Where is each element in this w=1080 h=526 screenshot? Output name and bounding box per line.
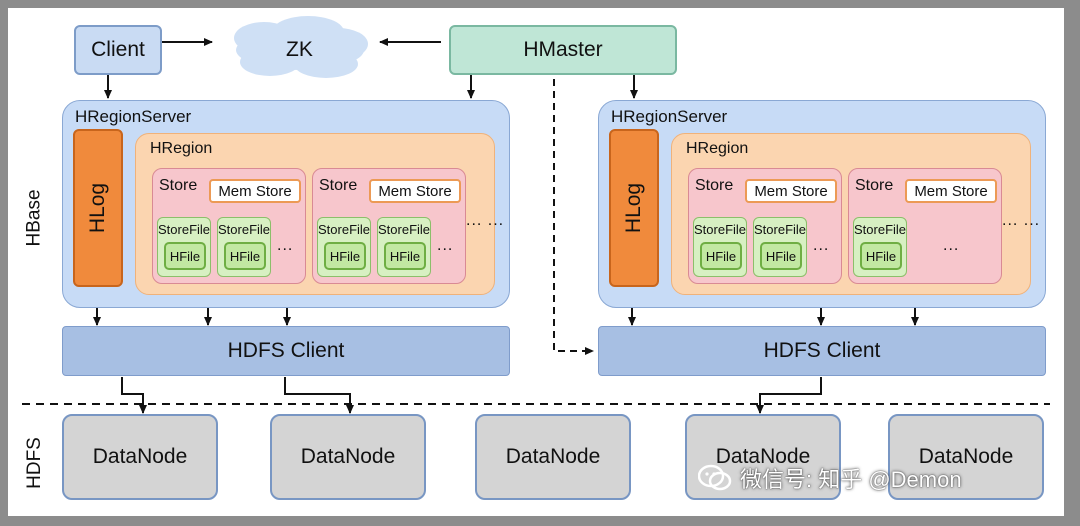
arrow-hmaster-hdfs2-dashed [553,67,594,355]
hdfs-client-label: HDFS Client [227,339,345,362]
storefile-ellipsis: ... [277,237,294,254]
storefile-box: StoreFile HFile [753,217,807,277]
arrow-hdfs-datanode-2 [284,377,354,414]
hregionserver-label: HRegionServer [75,107,192,126]
storefile-label: StoreFile [754,222,807,237]
storefile-label: StoreFile [318,222,371,237]
hregionserver-right: HRegionServer HLog HRegion Store Mem Sto… [598,100,1046,308]
store-label: Store [319,177,358,194]
datanode-label: DataNode [918,445,1014,468]
store-label: Store [159,177,198,194]
hlog-box: HLog [73,129,123,287]
store-box: Store Mem Store StoreFile HFile StoreFil… [688,168,842,284]
client-box: Client [74,25,162,75]
store-ellipsis: ... ... [1002,212,1041,229]
hregion-box: HRegion Store Mem Store StoreFile HFile … [135,133,503,295]
store-box: Store Mem Store StoreFile HFile ... [848,168,1002,284]
zk-cloud [234,16,368,78]
storefile-box: StoreFile HFile [377,217,431,277]
store-label: Store [695,177,734,194]
hregionserver-label: HRegionServer [611,107,728,126]
hdfs-side-label: HDFS [24,437,46,489]
hfile-box: HFile [760,242,802,270]
hdfs-side-label-wrap: HDFS [14,437,56,489]
datanode-2: DataNode [270,414,426,500]
hlog-label: HLog [622,182,646,234]
datanode-5: DataNode [888,414,1044,500]
connector-layer [22,16,1050,414]
hdfs-client-right: HDFS Client [598,326,1046,376]
hregion-label: HRegion [686,140,749,157]
hregionserver-left: HRegionServer HLog HRegion Store Mem Sto… [62,100,510,308]
storefile-label: StoreFile [694,222,747,237]
storefile-ellipsis: ... [813,237,830,254]
storefile-ellipsis: ... [437,237,454,254]
datanode-label: DataNode [505,445,601,468]
memstore-box: Mem Store [745,179,837,203]
hlog-label: HLog [86,182,110,234]
hmaster-box: HMaster [449,25,677,75]
arrow-hdfs-datanode-1 [121,377,147,414]
storefile-box: StoreFile HFile [693,217,747,277]
watermark-text: 微信号: 知乎 @Demon [740,467,962,492]
hregion-box: HRegion Store Mem Store StoreFile HFile … [671,133,1039,295]
datanode-label: DataNode [300,445,396,468]
arrow-hdfs-datanode-4 [756,377,822,414]
hfile-box: HFile [324,242,366,270]
store-box: Store Mem Store StoreFile HFile StoreFil… [152,168,306,284]
storefile-label: StoreFile [378,222,431,237]
hlog-box: HLog [609,129,659,287]
storefile-box: StoreFile HFile [217,217,271,277]
architecture-diagram: Client ZK HMaster HBase HDFS HRegionServ… [8,8,1064,516]
memstore-box: Mem Store [369,179,461,203]
store-ellipsis: ... ... [466,212,505,229]
memstore-box: Mem Store [905,179,997,203]
storefile-label: StoreFile [218,222,271,237]
client-label: Client [91,38,145,61]
hfile-box: HFile [224,242,266,270]
hfile-box: HFile [164,242,206,270]
storefile-label: StoreFile [158,222,211,237]
datanode-1: DataNode [62,414,218,500]
zk-label: ZK [286,38,313,61]
datanode-3: DataNode [475,414,631,500]
hbase-side-label: HBase [24,189,45,247]
hfile-box: HFile [700,242,742,270]
storefile-box: StoreFile HFile [157,217,211,277]
datanode-4: DataNode [685,414,841,500]
hdfs-client-label: HDFS Client [763,339,881,362]
hfile-box: HFile [860,242,902,270]
hfile-box: HFile [384,242,426,270]
hdfs-client-left: HDFS Client [62,326,510,376]
storefile-ellipsis: ... [943,237,960,254]
storefile-label: StoreFile [854,222,907,237]
datanode-label: DataNode [92,445,188,468]
hmaster-label: HMaster [523,38,603,61]
datanode-label: DataNode [715,445,811,468]
store-box: Store Mem Store StoreFile HFile StoreFil… [312,168,466,284]
wechat-icon [698,464,732,491]
store-label: Store [855,177,894,194]
storefile-box: StoreFile HFile [317,217,371,277]
watermark: 微信号: 知乎 @Demon [698,462,962,494]
hregion-label: HRegion [150,140,213,157]
memstore-box: Mem Store [209,179,301,203]
hbase-side-label-wrap: HBase [14,189,56,246]
storefile-box: StoreFile HFile [853,217,907,277]
